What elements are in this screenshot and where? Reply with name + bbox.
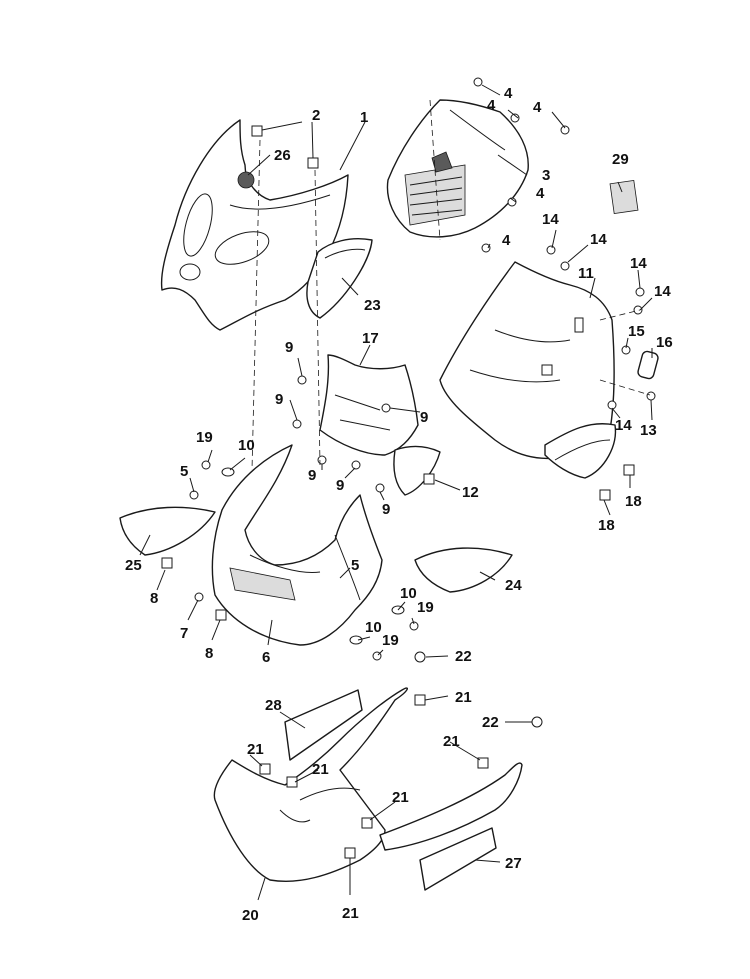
callout-10b: 10 <box>400 585 417 602</box>
under-cowl-part <box>213 687 523 882</box>
callout-9c: 9 <box>420 409 428 426</box>
callout-21e: 21 <box>392 789 409 806</box>
callout-4b: 4 <box>487 97 496 114</box>
right-side-panel-part <box>414 547 513 593</box>
callout-9d: 9 <box>308 467 316 484</box>
callout-4a: 4 <box>504 85 513 102</box>
callout-4c: 4 <box>533 99 542 116</box>
callout-14b: 14 <box>590 231 607 248</box>
callout-16: 16 <box>656 334 673 351</box>
callout-1: 1 <box>360 109 368 126</box>
callout-6: 6 <box>262 649 270 666</box>
callout-19b: 19 <box>417 599 434 616</box>
callout-24: 24 <box>505 577 522 594</box>
inner-cover-part <box>439 261 617 479</box>
center-bracket-part <box>319 354 441 496</box>
callout-10a: 10 <box>238 437 255 454</box>
callout-21b: 21 <box>443 733 460 750</box>
callout-2: 2 <box>312 107 320 124</box>
label-part <box>609 180 639 214</box>
lower-cowl-part <box>211 444 383 646</box>
callout-10c: 10 <box>365 619 382 636</box>
callout-9b: 9 <box>275 391 283 408</box>
callout-9e: 9 <box>336 477 344 494</box>
callout-27: 27 <box>505 855 522 872</box>
callout-5a: 5 <box>180 463 188 480</box>
callout-18b: 18 <box>598 517 615 534</box>
callout-28: 28 <box>265 697 282 714</box>
callout-8b: 8 <box>205 645 213 662</box>
callout-18a: 18 <box>625 493 642 510</box>
callout-4d: 4 <box>536 185 545 202</box>
callout-11: 11 <box>578 265 594 282</box>
side-panel-part <box>306 238 373 319</box>
upper-strip-part <box>284 689 363 761</box>
callout-9f: 9 <box>382 501 390 518</box>
callout-19c: 19 <box>382 632 399 649</box>
callout-12: 12 <box>462 484 479 501</box>
callout-22b: 22 <box>482 714 499 731</box>
callout-7: 7 <box>180 625 188 642</box>
callout-25: 25 <box>125 557 142 574</box>
callout-14d: 14 <box>654 283 671 300</box>
callout-21f: 21 <box>342 905 359 922</box>
callout-15: 15 <box>628 323 645 340</box>
callout-8a: 8 <box>150 590 158 607</box>
lower-strip-part <box>419 827 497 891</box>
callout-21a: 21 <box>455 689 472 706</box>
callout-14e: 14 <box>615 417 632 434</box>
leader-lines <box>139 84 653 901</box>
callout-19a: 19 <box>196 429 213 446</box>
screws-and-clips <box>161 77 656 859</box>
callout-21c: 21 <box>312 761 329 778</box>
callout-29: 29 <box>612 151 629 168</box>
callout-5b: 5 <box>351 557 359 574</box>
callout-4e: 4 <box>502 232 511 249</box>
callout-23: 23 <box>364 297 381 314</box>
callout-labels: 1 2 3 4 4 4 4 4 5 5 6 7 8 8 9 9 9 9 9 9 … <box>125 85 673 924</box>
callout-3: 3 <box>542 167 550 184</box>
callout-9a: 9 <box>285 339 293 356</box>
left-side-panel-part <box>119 506 216 556</box>
callout-17: 17 <box>362 330 379 347</box>
headlight-housing-part <box>386 99 529 238</box>
callout-26: 26 <box>274 147 291 164</box>
callout-13: 13 <box>640 422 657 439</box>
callout-21d: 21 <box>247 741 264 758</box>
callout-14c: 14 <box>630 255 647 272</box>
grommet-part <box>637 350 659 380</box>
callout-22a: 22 <box>455 648 472 665</box>
callout-14a: 14 <box>542 211 559 228</box>
callout-20: 20 <box>242 907 259 924</box>
